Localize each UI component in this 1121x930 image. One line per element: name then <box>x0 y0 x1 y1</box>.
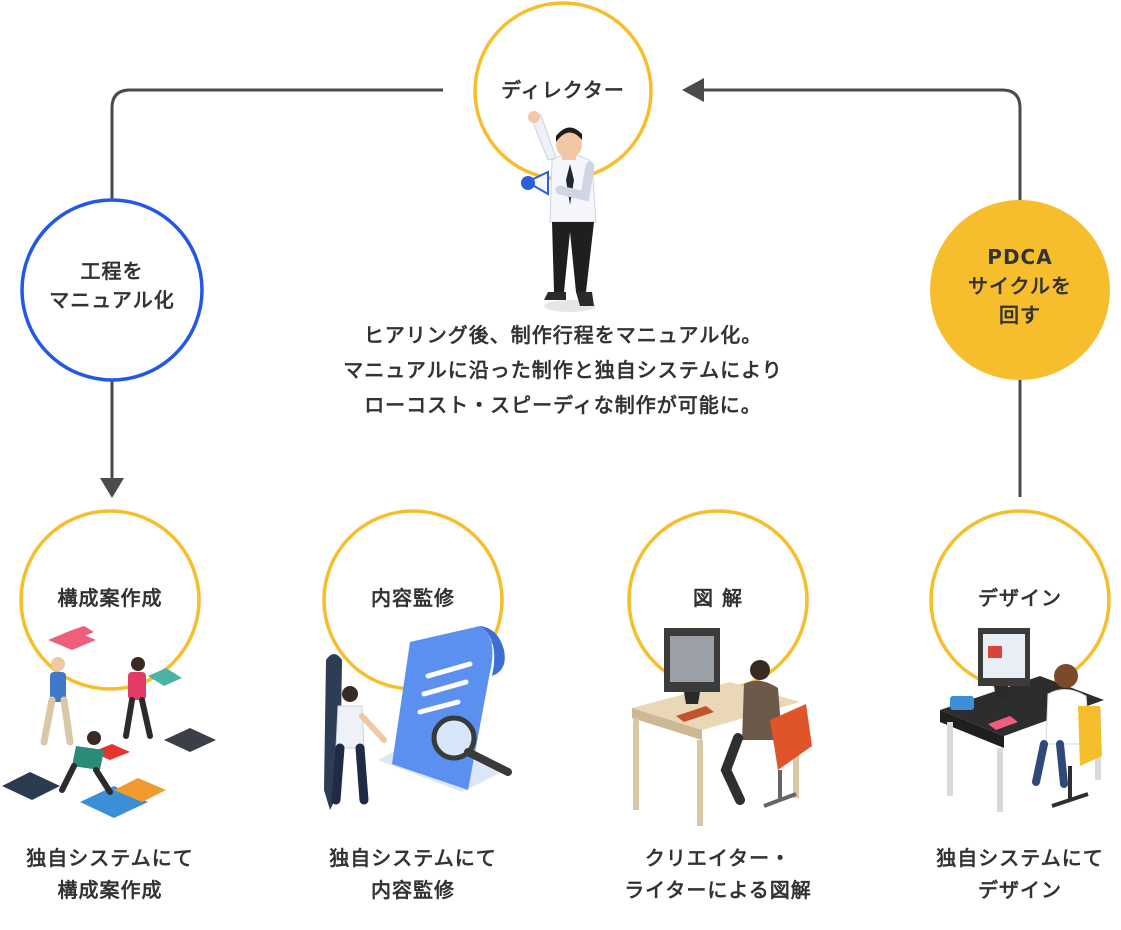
illustrator-desk-illustration <box>632 628 812 826</box>
arrowhead-down <box>100 478 124 498</box>
step-4-label: デザイン <box>978 586 1062 610</box>
pdca-node-label: PDCA サイクルを 回す <box>968 245 1072 327</box>
puzzle-team-illustration <box>2 626 216 818</box>
director-figure-illustration <box>521 111 597 312</box>
pdca-node-fill <box>930 200 1110 380</box>
step-2-caption: 独自システムにて 内容監修 <box>329 846 497 902</box>
step-2-label: 内容監修 <box>371 586 455 610</box>
manualize-node-label: 工程を マニュアル化 <box>49 259 175 312</box>
arrowhead-left <box>682 78 704 102</box>
director-label: ディレクター <box>501 78 625 102</box>
step-4-caption: 独自システムにて デザイン <box>936 846 1104 902</box>
step-1-label: 構成案作成 <box>57 586 163 610</box>
step-1-caption: 独自システムにて 構成案作成 <box>26 846 194 902</box>
manualize-node-ring <box>20 198 204 382</box>
step-3-caption: クリエイター・ ライターによる図解 <box>624 846 812 902</box>
connector-director-to-left <box>110 88 443 200</box>
step-3-label: 図 解 <box>693 586 743 610</box>
connector-right-to-director <box>700 88 1022 200</box>
center-description: ヒアリング後、制作行程をマニュアル化。 マニュアルに沿った制作と独自システムによ… <box>343 323 783 417</box>
designer-desk-illustration <box>940 628 1104 812</box>
document-review-illustration <box>324 626 512 810</box>
